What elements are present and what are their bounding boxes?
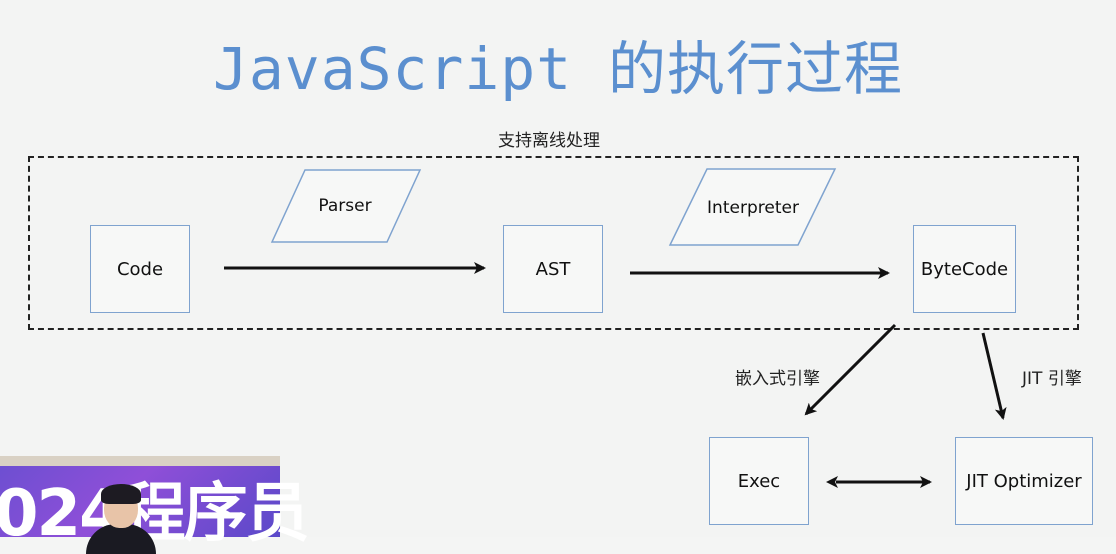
diagram-shapes	[224, 168, 1007, 488]
presenter-avatar	[86, 484, 156, 554]
interpreter-label: Interpreter	[707, 198, 799, 218]
code-node: Code	[90, 225, 190, 313]
bytecode-to-jit-arrow	[981, 332, 1007, 420]
bytecode-node: ByteCode	[913, 225, 1016, 313]
diagram-canvas: JavaScript 的执行过程 支持离线处理 Parser Interpret…	[0, 35, 1093, 554]
offline-caption: 支持离线处理	[498, 131, 600, 151]
parser-label: Parser	[318, 196, 372, 216]
offline-processing-frame	[28, 156, 1079, 330]
presenter-hair	[101, 484, 141, 504]
exec-node: Exec	[709, 437, 809, 525]
bytecode-to-exec-arrow	[804, 323, 897, 416]
interpreter-parallelogram	[668, 168, 837, 246]
presenter-body	[86, 524, 156, 554]
video-overlay-banner: 024程序员	[0, 456, 310, 551]
banner-text: 024程序员	[0, 477, 310, 551]
ast-node: AST	[503, 225, 603, 313]
page-title: JavaScript 的执行过程	[212, 35, 904, 103]
jit-engine-label: JIT 引擎	[1022, 369, 1082, 389]
banner-stripe	[0, 456, 280, 466]
jit-optimizer-node: JIT Optimizer	[955, 437, 1093, 525]
parser-parallelogram	[270, 169, 422, 243]
embedded-engine-label: 嵌入式引擎	[735, 369, 820, 389]
